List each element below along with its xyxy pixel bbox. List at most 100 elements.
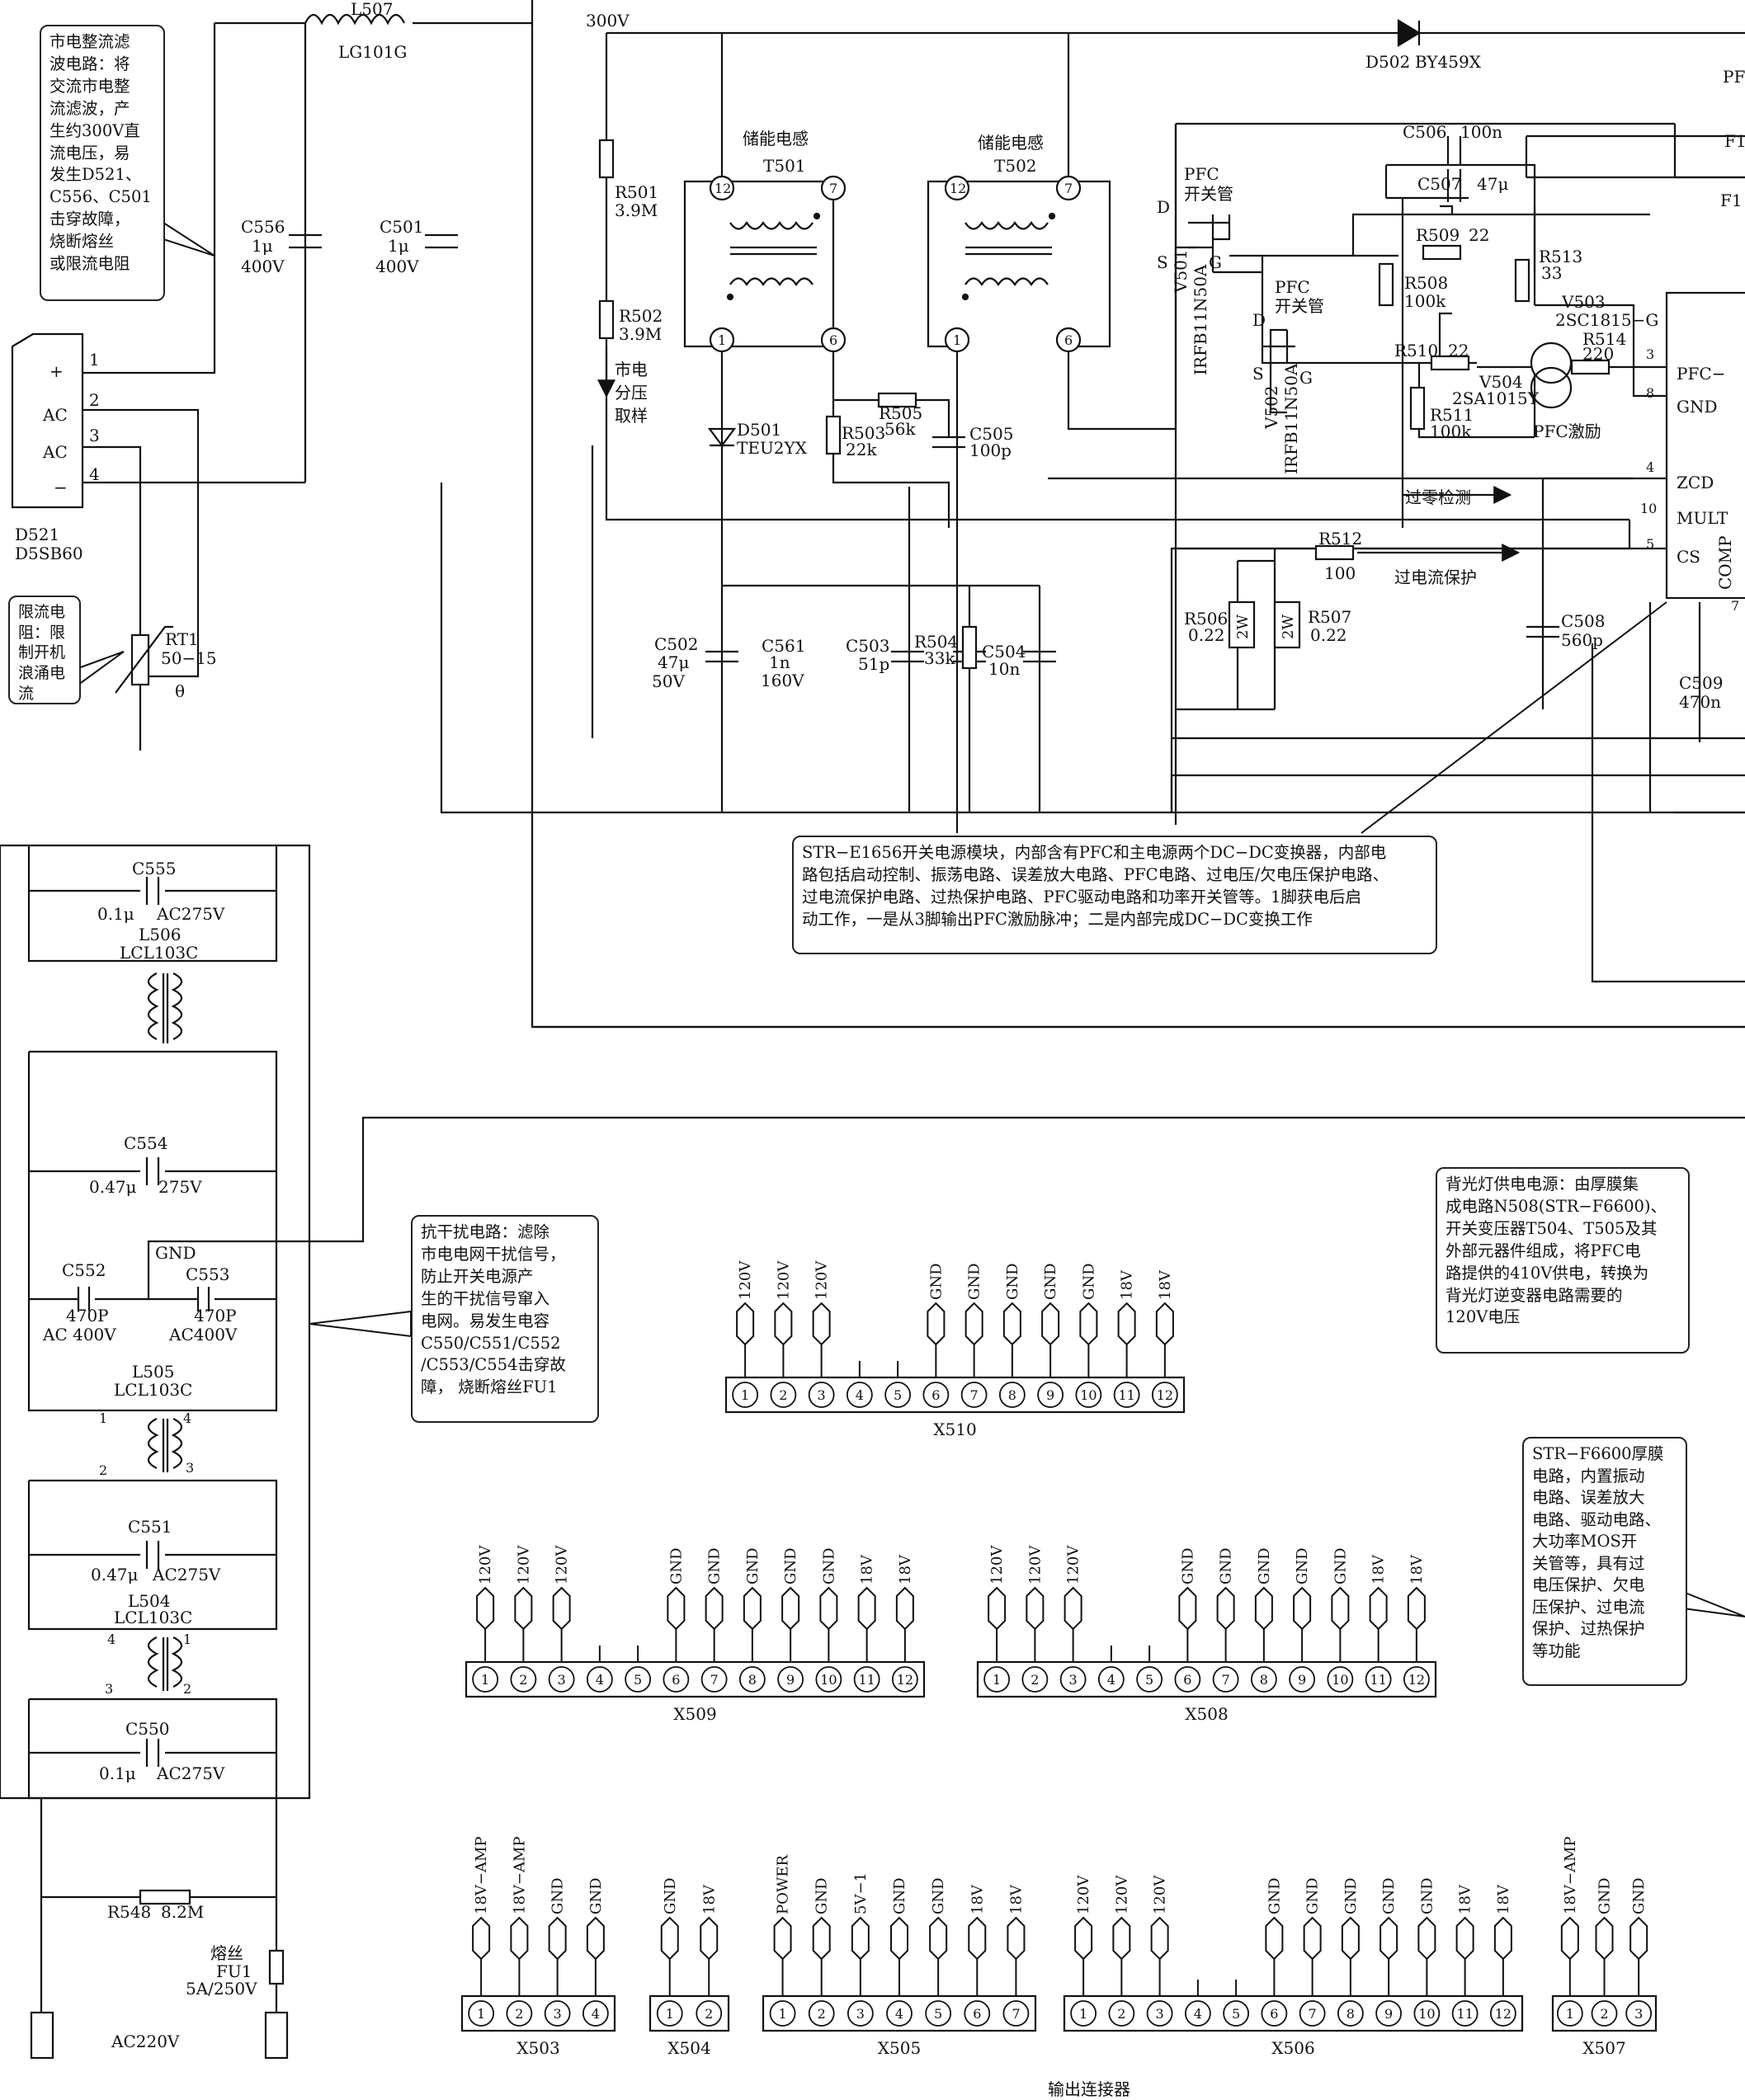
r514-ref: R514 [1582, 329, 1626, 349]
x503-terminal-icon [586, 1916, 605, 1961]
x510-terminal-icon [812, 1302, 831, 1346]
v504-value: 2SA1015Y [1452, 388, 1540, 408]
x509-pin-circle [472, 1666, 499, 1693]
x508-pin-circle [1365, 1666, 1392, 1693]
x506-terminal-icon [1303, 1916, 1322, 1961]
x506-pin-num: 11 [1456, 2006, 1473, 2022]
x503-pin-label: 18V−AMP [511, 1836, 528, 1914]
str-f6600-callout: STR−F6600厚膜 电路，内置振动 电路、误差放大 电路、驱动电路、 大功率… [1522, 1437, 1687, 1686]
x509-pin-label: GND [820, 1547, 837, 1584]
c501-ref: C501 [380, 217, 423, 237]
l506-ref: L506 [139, 925, 181, 944]
x509-terminal-icon [552, 1586, 571, 1631]
x505-pin-circle [886, 2000, 913, 2027]
c507-value: 47μ [1477, 174, 1508, 194]
x507-pin-num: 2 [1600, 2006, 1608, 2022]
c550-cap-icon [145, 1739, 160, 1767]
c556-v1: 1μ [252, 236, 273, 256]
x506-pin-label: 120V [1152, 1875, 1169, 1914]
x505-pin-num: 7 [1012, 2006, 1020, 2022]
t502-p12: 12 [950, 181, 966, 196]
x510-pin-circle [884, 1382, 912, 1408]
fu1-fuse-icon [268, 1949, 285, 1985]
x509-pin-num: 10 [820, 1672, 837, 1688]
r506-value: 0.22 [1188, 625, 1225, 645]
r514-resistor-icon [1570, 359, 1611, 375]
x506-pin-circle [1489, 2000, 1516, 2027]
x506-pin-circle [1184, 2000, 1211, 2027]
x509-pin-circle [853, 1666, 880, 1693]
x509-ref: X509 [673, 1704, 716, 1724]
c553-v1: 470P [194, 1306, 237, 1325]
x509-pin-num: 9 [786, 1672, 795, 1688]
x510-pin-label: GND [966, 1263, 983, 1300]
t501-ref: T501 [763, 156, 806, 176]
l505-p1: 1 [99, 1410, 107, 1426]
wires [0, 0, 1745, 2013]
r510-ref: R510 [1394, 341, 1438, 360]
d521-pin3-sym: AC [42, 442, 68, 462]
l504-value: LCL103C [114, 1608, 192, 1627]
x506-terminal-icon [1455, 1916, 1474, 1961]
c554-v2: 275V [158, 1177, 202, 1197]
x506-pin-label: GND [1266, 1877, 1283, 1914]
x510-pin-num: 3 [818, 1387, 826, 1403]
c554-ref: C554 [124, 1133, 167, 1153]
r506-power: 2W [1234, 614, 1252, 639]
x506-pin-circle [1337, 2000, 1364, 2027]
x503-pin-label: GND [549, 1877, 567, 1914]
x505-terminal-icon [773, 1916, 792, 1961]
c550-v2: AC275V [156, 1763, 225, 1783]
x506-pin-num: 8 [1346, 2006, 1355, 2022]
r508-value: 100k [1404, 291, 1446, 311]
d521-pin4-sym: − [54, 478, 68, 497]
x507-pin-label: GND [1630, 1877, 1648, 1914]
x509-pin-label: GND [706, 1547, 724, 1584]
x508-pin-num: 7 [1222, 1672, 1230, 1688]
d521-bridge-icon [11, 332, 84, 509]
ic-pin-8-name: GND [1677, 397, 1718, 417]
x506-terminal-icon [1493, 1916, 1512, 1961]
ac-plug-left-icon [30, 2011, 54, 2060]
x508-terminal-icon [988, 1586, 1007, 1631]
ic-pin-3-num: 3 [1646, 346, 1654, 362]
x506-pin-circle [1146, 2000, 1173, 2027]
r514-value: 220 [1582, 344, 1614, 364]
ac220-label: AC220V [111, 2032, 180, 2051]
c503-ref: C503 [846, 636, 889, 656]
labels: L507 LG101G 300V D502 BY459X PF F1 F1 + … [15, 0, 1745, 2051]
x506-body [1063, 1994, 1524, 2032]
x508-pin-num: 8 [1260, 1672, 1268, 1688]
x509-terminal-icon [857, 1586, 876, 1631]
x505-pin-label: GND [814, 1877, 831, 1914]
t501-p12: 12 [715, 181, 731, 196]
r511-ref: R511 [1430, 405, 1474, 425]
x503-pin-circle [544, 2000, 571, 2027]
x504-pin-num: 2 [705, 2006, 713, 2022]
c552-ref: C552 [62, 1260, 106, 1280]
x510-terminal-icon [964, 1302, 983, 1346]
t501-p1: 1 [718, 332, 726, 348]
c553-v2: AC400V [168, 1325, 238, 1344]
x508-pin-num: 12 [1408, 1672, 1425, 1688]
x506-pin-num: 9 [1384, 2006, 1393, 2022]
ic-pin-4-num: 4 [1646, 459, 1654, 475]
ocp-label: 过电流保护 [1394, 567, 1477, 587]
x505-pin-label: 18V [1007, 1884, 1025, 1914]
x509-pin-num: 4 [596, 1672, 604, 1688]
r509-value: 22 [1469, 225, 1489, 245]
x510-terminal-icon [1079, 1302, 1098, 1346]
c561-v1: 1n [769, 652, 790, 672]
x505-pin-circle [847, 2000, 874, 2027]
c561-ref: C561 [762, 636, 805, 656]
v502-ref: V502 [1262, 385, 1281, 430]
x505-terminal-icon [812, 1916, 831, 1961]
x510-pin-num: 9 [1046, 1387, 1054, 1403]
x508-pin-circle [1212, 1666, 1239, 1693]
x507-ref: X507 [1582, 2038, 1625, 2058]
x507-pin-num: 3 [1634, 2006, 1643, 2022]
x508-terminal-icon [1254, 1586, 1273, 1631]
l504-choke-icon [147, 1636, 183, 1691]
